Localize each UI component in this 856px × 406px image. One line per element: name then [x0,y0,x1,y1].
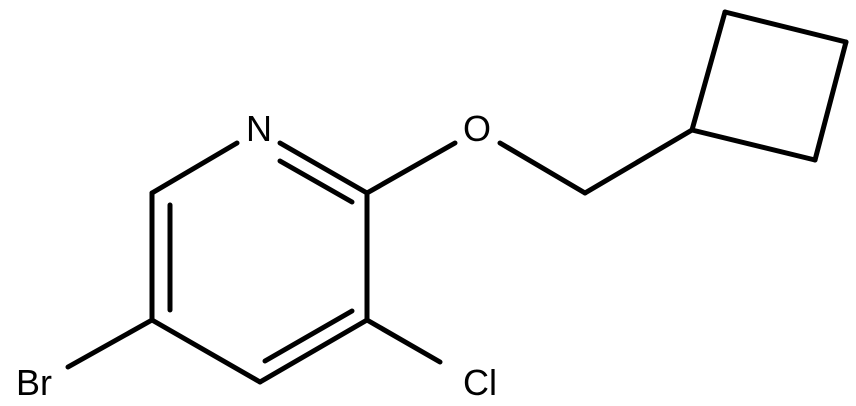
bond-c4-c3 [257,317,370,385]
nitrogen-label: N [246,108,272,149]
bond-c2-o [364,140,458,196]
bond-c5-br [65,317,155,370]
bond-o-ch2 [497,140,588,196]
chlorine-label: Cl [463,362,497,403]
bond-c3-cl [364,317,443,365]
bond-c2-n [277,140,370,196]
bond-c2-n-inner [277,158,355,205]
bond-n-c6 [149,140,240,196]
bond-c4-c3-inner [262,308,355,364]
bond-cyclobutyl-2 [722,9,849,45]
bond-cyclobutyl-4 [689,127,818,163]
bond-ch2-cyclobutyl [582,127,695,196]
bond-cyclobutyl-1 [689,9,728,133]
oxygen-label: O [463,108,491,149]
bond-c5-c4 [149,317,263,385]
bromine-label: Br [16,362,52,403]
bond-cyclobutyl-3 [812,39,849,163]
